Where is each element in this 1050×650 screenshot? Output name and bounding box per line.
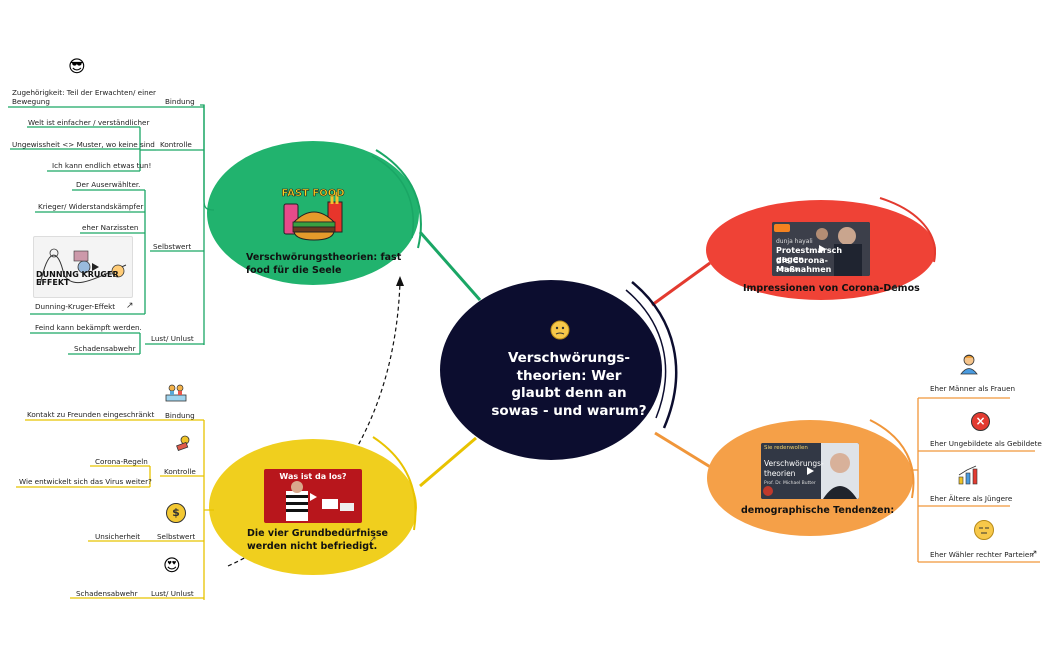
- external-link-icon[interactable]: ↗: [869, 505, 877, 515]
- green-node-title[interactable]: Verschwörungstheorien: fast food für die…: [246, 252, 402, 276]
- red-video-thumbnail[interactable]: dunja hayali Protestmarsch gegen die Cor…: [772, 222, 870, 276]
- leaf-endlich[interactable]: Ich kann endlich etwas tun!: [52, 161, 152, 170]
- leaf-virus[interactable]: Wie entwickelt sich das Virus weiter?: [19, 477, 152, 486]
- cool-face-icon: 😎: [68, 57, 86, 77]
- thinking-face-icon: [550, 320, 570, 340]
- leaf-regeln[interactable]: Corona-Regeln: [95, 457, 148, 466]
- red-node-title[interactable]: Impressionen von Corona-Demos: [743, 283, 920, 294]
- leaf-waehler[interactable]: Eher Wähler rechter Parteien: [930, 550, 1034, 559]
- leaf-schadensabwehr-yellow[interactable]: Schadensabwehr: [76, 589, 138, 598]
- connector-yellow: [419, 436, 477, 488]
- orange-video-line-3: theorien: [764, 469, 796, 478]
- red-video-line-2: Protestmarsch gegen: [776, 246, 843, 264]
- leaf-unsicherheit[interactable]: Unsicherheit: [95, 532, 141, 541]
- fast-food-image: FAST FOOD: [280, 188, 346, 244]
- red-video-line-4: zdfheute: [776, 267, 801, 273]
- leaf-schadensabwehr-green[interactable]: Schadensabwehr: [74, 344, 136, 353]
- leaf-zugehoerigkeit[interactable]: Zugehörigkeit: Teil der Erwachten/ einer…: [12, 88, 157, 106]
- leaf-aeltere[interactable]: Eher Ältere als Jüngere: [930, 494, 1013, 503]
- green-category-lust[interactable]: Lust/ Unlust: [151, 334, 194, 343]
- red-video-line-1: dunja hayali: [776, 238, 813, 245]
- center-node-shape[interactable]: [440, 280, 678, 460]
- person-icon: [959, 353, 979, 375]
- red-video-art: [772, 222, 870, 276]
- orange-video-thumbnail[interactable]: Sie redenwollen Verschwörungs- theorien …: [761, 443, 859, 499]
- bar-chart-icon: [957, 465, 979, 485]
- play-icon: [819, 245, 826, 253]
- leaf-ungewissheit[interactable]: Ungewissheit <> Muster, wo keine sind: [12, 140, 155, 149]
- center-title[interactable]: Verschwörungs- theorien: Wer glaubt denn…: [491, 350, 647, 419]
- people-group-icon: [165, 382, 187, 402]
- yellow-tree-lines: [16, 419, 214, 600]
- green-category-bindung[interactable]: Bindung: [165, 97, 195, 106]
- leaf-ungebildete[interactable]: Eher Ungebildete als Gebildete: [930, 439, 1042, 448]
- connector-red: [651, 261, 711, 307]
- leaf-feind[interactable]: Feind kann bekämpft werden.: [35, 323, 142, 332]
- connector-green: [418, 231, 482, 301]
- yellow-category-kontrolle[interactable]: Kontrolle: [164, 467, 196, 476]
- cross-mark-icon: ×: [971, 412, 990, 431]
- orange-tree-lines: [910, 397, 1040, 563]
- play-icon: [92, 263, 99, 271]
- leaf-narzissten[interactable]: eher Narzissten: [82, 223, 139, 232]
- unamused-face-icon: [974, 520, 994, 540]
- dollar-coin-icon: $: [166, 503, 186, 523]
- relation-arrowhead: [396, 276, 404, 286]
- yellow-category-selbstwert[interactable]: Selbstwert: [157, 532, 196, 541]
- red-video-line-3: die Corona-Maßnahmen: [776, 256, 832, 274]
- leaf-kontakt[interactable]: Kontakt zu Freunden eingeschränkt: [27, 410, 155, 419]
- connector-orange: [654, 431, 713, 470]
- yellow-category-bindung[interactable]: Bindung: [165, 411, 195, 420]
- stamp-icon: [172, 434, 192, 454]
- orange-video-line-2: Verschwörungs-: [764, 459, 824, 468]
- leaf-auserwaehlter[interactable]: Der Auserwählter.: [76, 180, 141, 189]
- orange-video-line-4: Prof. Dr. Michael Butter: [764, 481, 816, 486]
- external-link-icon[interactable]: ↗: [890, 283, 898, 293]
- orange-video-line-1: Sie redenwollen: [764, 445, 808, 451]
- green-tree-lines: [8, 104, 215, 355]
- external-link-icon[interactable]: ↗: [1030, 549, 1038, 559]
- fast-food-text: FAST FOOD: [281, 188, 345, 200]
- dunning-kruger-image[interactable]: DUNNING KRUGER EFFEKT: [33, 236, 133, 298]
- yellow-node-title[interactable]: Die vier Grundbedürfnisse werden nicht b…: [247, 528, 388, 552]
- leaf-welt[interactable]: Welt ist einfacher / verständlicher: [28, 118, 150, 127]
- yellow-video-thumbnail[interactable]: Was ist da los?: [264, 469, 362, 523]
- dunning-image-text: DUNNING KRUGER EFFEKT: [36, 270, 119, 288]
- yellow-video-art: [286, 481, 354, 521]
- yellow-category-lust[interactable]: Lust/ Unlust: [151, 589, 194, 598]
- orange-node-title[interactable]: demographische Tendenzen:: [741, 505, 895, 516]
- leaf-maenner[interactable]: Eher Männer als Frauen: [930, 384, 1016, 393]
- leaf-krieger[interactable]: Krieger/ Widerstandskämpfer: [38, 202, 144, 211]
- play-icon: [310, 493, 317, 501]
- play-icon: [807, 467, 814, 475]
- leaf-dunning-kruger[interactable]: Dunning-Kruger-Effekt: [35, 302, 116, 311]
- green-category-selbstwert[interactable]: Selbstwert: [153, 242, 192, 251]
- yellow-video-text: Was ist da los?: [279, 472, 347, 481]
- dunning-sketch: [39, 248, 127, 286]
- heart-eyes-icon: 😍: [163, 556, 181, 576]
- external-link-icon[interactable]: ↗: [126, 301, 134, 311]
- green-category-kontrolle[interactable]: Kontrolle: [160, 140, 192, 149]
- external-link-icon[interactable]: ↗: [369, 535, 377, 545]
- fast-food-drawing: [283, 192, 343, 241]
